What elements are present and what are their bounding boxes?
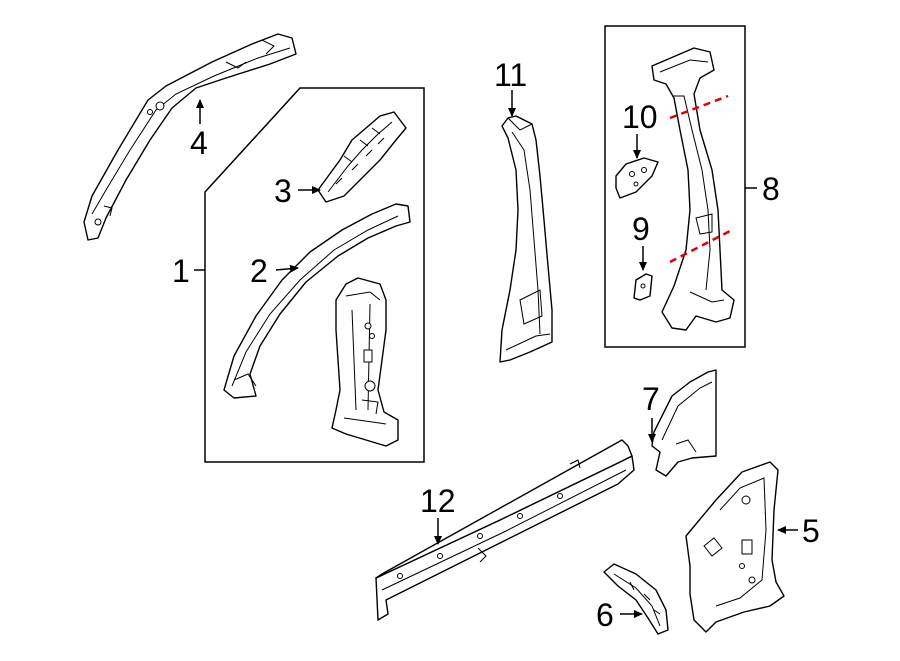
part-11-b-pillar[interactable] — [499, 115, 553, 363]
group-frame-8 — [604, 25, 746, 348]
callout-10: 10 — [622, 99, 658, 135]
part-10-bracket[interactable] — [615, 157, 659, 199]
callout-7: 7 — [642, 381, 660, 417]
callout-12: 12 — [420, 483, 456, 519]
callout-3: 3 — [274, 173, 292, 209]
callout-1: 1 — [172, 253, 190, 289]
part-8-b-pillar-outer[interactable] — [651, 47, 735, 331]
group-frame-1 — [204, 87, 425, 463]
part-5-quarter-panel[interactable] — [685, 461, 785, 633]
cut-line-upper — [669, 94, 729, 120]
leader-2 — [275, 264, 299, 273]
part-7-quarter-inner[interactable] — [651, 369, 717, 477]
part-4-roof-rail[interactable] — [83, 33, 297, 241]
part-9-plate[interactable] — [633, 273, 653, 301]
callout-5: 5 — [802, 513, 820, 549]
part-12-rocker[interactable] — [375, 439, 635, 621]
callout-8: 8 — [762, 171, 780, 207]
part-1-pillar-lower[interactable] — [331, 277, 399, 447]
callout-6: 6 — [596, 597, 614, 633]
callout-4: 4 — [190, 125, 208, 161]
part-3-reinforcement[interactable] — [317, 111, 407, 203]
callout-2: 2 — [250, 253, 268, 289]
callout-9: 9 — [632, 211, 650, 247]
part-2-pillar-inner[interactable] — [223, 203, 411, 399]
part-6-wheelhouse[interactable] — [603, 563, 669, 635]
callout-11: 11 — [494, 57, 527, 93]
